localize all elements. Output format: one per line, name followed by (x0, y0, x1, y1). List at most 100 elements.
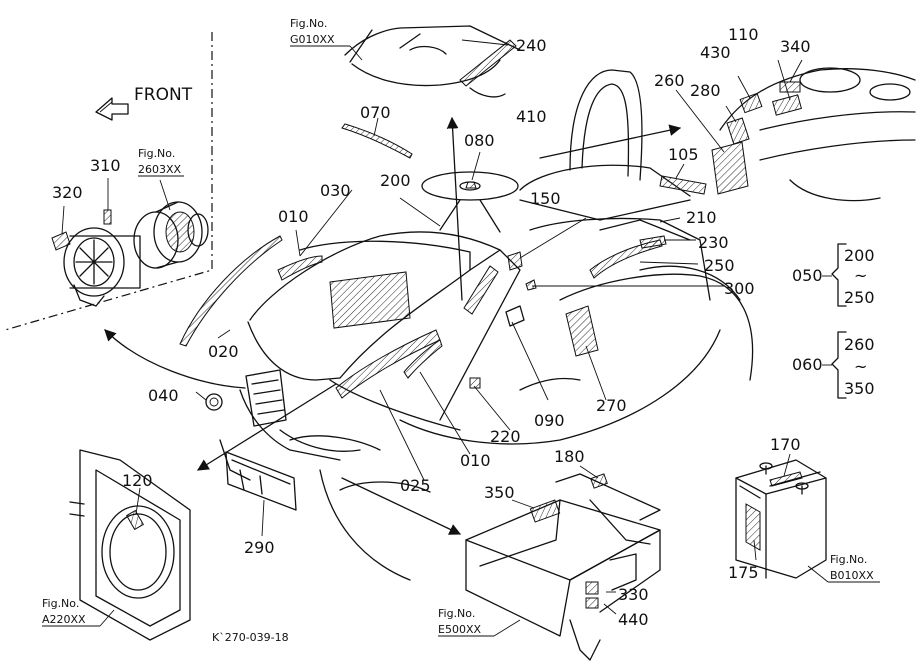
callout-250: 250 (704, 256, 735, 275)
callout-320: 320 (52, 183, 83, 202)
figref-b010-code: B010XX (830, 569, 874, 582)
callout-110: 110 (728, 25, 759, 44)
callout-340: 340 (780, 37, 811, 56)
callout-040: 040 (148, 386, 179, 405)
callout-090: 090 (534, 411, 565, 430)
figref-b010-title: Fig.No. (830, 553, 867, 566)
vertical-arrow (446, 116, 463, 301)
label-105-decal (659, 175, 707, 195)
label-010b-decal (403, 339, 443, 379)
fan-assembly-drawing (63, 201, 209, 307)
label-150-decal (507, 251, 523, 271)
callout-220: 220 (490, 427, 521, 446)
rear-fender-drawing (719, 67, 916, 202)
callout-200: 200 (380, 171, 411, 190)
label-350-decal (529, 499, 561, 523)
label-410-decal (463, 265, 499, 315)
group-050-tilde: ~ (854, 266, 867, 285)
group-060-tilde: ~ (854, 357, 867, 376)
callout-440: 440 (618, 610, 649, 629)
label-230-decal (639, 235, 667, 249)
callout-410: 410 (516, 107, 547, 126)
label-340-decal (779, 81, 801, 93)
group-060-label: 060 (792, 355, 823, 374)
figref-e500-title: Fig.No. (438, 607, 475, 620)
label-270-decal (565, 305, 599, 357)
label-080-decal (465, 181, 477, 189)
figref-g010-title: Fig.No. (290, 17, 327, 30)
label-040-cap (205, 393, 223, 411)
label-010a-decal (277, 255, 323, 281)
label-030-decal (329, 271, 411, 329)
joystick-knob (505, 305, 525, 327)
frame-arrow (341, 477, 462, 535)
brace-060 (831, 331, 847, 399)
group-060-from: 260 (844, 335, 875, 354)
figref-a220-title: Fig.No. (42, 597, 79, 610)
fender-drawing (344, 25, 521, 98)
callout-260: 260 (654, 71, 685, 90)
label-070-decal (341, 123, 413, 159)
label-220-decal (469, 377, 481, 389)
callout-300: 300 (724, 279, 755, 298)
callout-280: 280 (690, 81, 721, 100)
figref-2603-title: Fig.No. (138, 147, 175, 160)
label-280-decal (726, 117, 750, 145)
callout-010b: 010 (460, 451, 491, 470)
callout-180: 180 (554, 447, 585, 466)
figref-g010-code: G010XX (290, 33, 335, 46)
label-240-decal (459, 39, 517, 87)
group-060-to: 350 (844, 379, 875, 398)
seat-drawing (519, 69, 691, 221)
curved-arrow (104, 329, 246, 389)
group-050-to: 250 (844, 288, 875, 307)
callout-030: 030 (320, 181, 351, 200)
group-050-from: 200 (844, 246, 875, 265)
callout-350: 350 (484, 483, 515, 502)
label-330-decal (585, 581, 599, 595)
seat-reference-arrow (539, 124, 682, 159)
brace-050 (831, 243, 847, 307)
battery-drawing (735, 459, 827, 579)
label-120-decal (125, 509, 145, 531)
engine-detail-boundary (4, 32, 213, 331)
callout-150: 150 (530, 189, 561, 208)
label-260-decal (711, 141, 749, 195)
label-170-decal (769, 471, 803, 487)
label-020-decal (179, 235, 283, 347)
drawing-code: K`270-039-18 (212, 631, 289, 644)
label-310-decal (103, 209, 112, 225)
group-050-label: 050 (792, 266, 823, 285)
front-label: FRONT (134, 85, 193, 105)
callout-430: 430 (700, 43, 731, 62)
shroud-arrow (197, 383, 337, 471)
tractor-body-drawing (219, 217, 754, 581)
callout-210: 210 (686, 208, 717, 227)
label-320-decal (51, 231, 71, 251)
label-430-decal (739, 92, 763, 114)
callout-120: 120 (122, 471, 153, 490)
callout-080: 080 (464, 131, 495, 150)
figref-2603-code: 2603XX (138, 163, 182, 176)
front-grill-drawing (245, 369, 381, 451)
callout-025: 025 (400, 476, 431, 495)
callout-330: 330 (618, 585, 649, 604)
label-175-decal (745, 503, 761, 551)
callout-230: 230 (698, 233, 729, 252)
callout-175: 175 (728, 563, 759, 582)
front-bracket-290 (225, 451, 297, 511)
callout-240: 240 (516, 36, 547, 55)
label-300-decal (525, 279, 537, 291)
callout-310: 310 (90, 156, 121, 175)
radiator-shroud-drawing (69, 449, 191, 641)
front-arrow-icon (95, 97, 129, 121)
callout-070: 070 (360, 103, 391, 122)
callout-020: 020 (208, 342, 239, 361)
label-180-decal (590, 473, 608, 489)
callout-170: 170 (770, 435, 801, 454)
label-110-decal (772, 94, 802, 116)
label-250-decal (589, 239, 663, 279)
label-440-decal (585, 597, 599, 609)
